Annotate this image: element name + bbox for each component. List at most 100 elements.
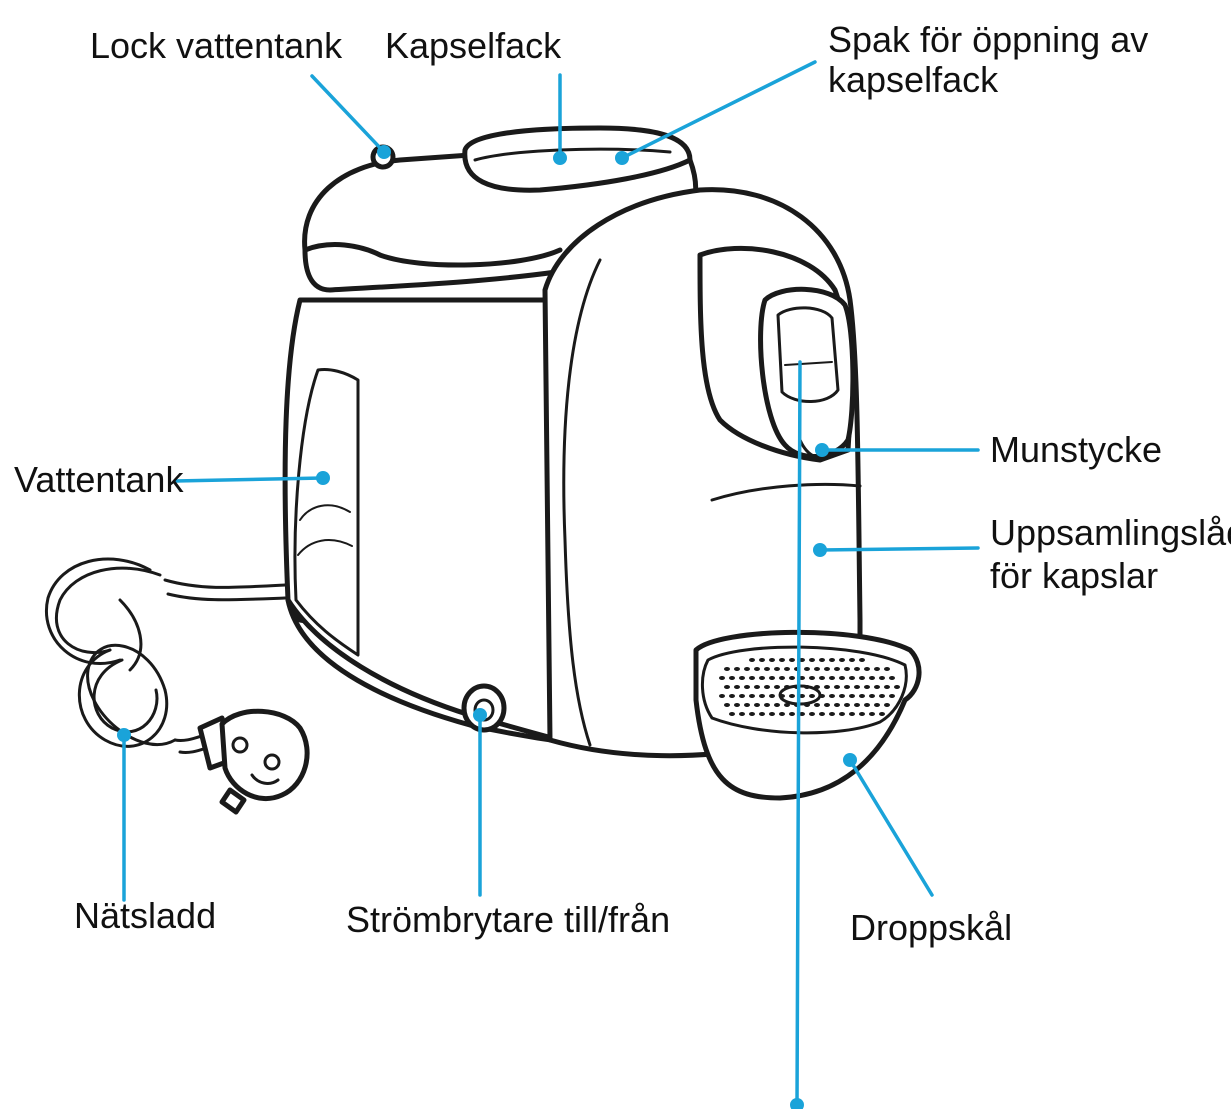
drip-tray-hole xyxy=(854,685,860,689)
drip-tray-hole xyxy=(749,712,755,716)
label-kapselfack: Kapselfack xyxy=(385,25,562,66)
leader-spak xyxy=(620,60,817,160)
drip-tray-hole xyxy=(874,667,880,671)
drip-tray-hole xyxy=(834,703,840,707)
drip-tray-hole xyxy=(764,703,770,707)
label-spak-line2: kapselfack xyxy=(828,59,999,100)
leader-munstycke-dot xyxy=(815,443,829,457)
drip-tray-hole xyxy=(814,703,820,707)
leader-droppskal-dot xyxy=(843,753,857,767)
drip-tray-hole xyxy=(764,685,770,689)
drip-tray-hole xyxy=(809,658,815,662)
drip-tray-hole xyxy=(724,667,730,671)
drip-tray-hole xyxy=(759,658,765,662)
drip-tray-hole xyxy=(739,712,745,716)
drip-tray-hole xyxy=(769,676,775,680)
drip-tray-hole xyxy=(879,712,885,716)
drip-tray-hole xyxy=(894,685,900,689)
drip-tray-hole xyxy=(764,667,770,671)
leader-munstycke-vertical-dot xyxy=(790,1098,804,1112)
drip-tray-hole xyxy=(854,703,860,707)
drip-tray-hole xyxy=(754,685,760,689)
leader-vattentank-dot xyxy=(316,471,330,485)
drip-tray-hole xyxy=(784,703,790,707)
drip-tray-hole xyxy=(754,703,760,707)
drip-tray-hole xyxy=(789,712,795,716)
drip-tray-hole xyxy=(754,667,760,671)
drip-tray-hole xyxy=(889,694,895,698)
drip-tray-hole xyxy=(784,667,790,671)
drip-tray-hole xyxy=(769,658,775,662)
drip-tray-hole xyxy=(759,694,765,698)
drip-tray-hole xyxy=(774,703,780,707)
drip-tray-hole xyxy=(874,685,880,689)
drip-tray-hole xyxy=(844,703,850,707)
drip-tray-hole xyxy=(839,694,845,698)
leader-vattentank xyxy=(173,476,325,483)
drip-tray-hole xyxy=(729,676,735,680)
drip-tray-hole xyxy=(789,658,795,662)
drip-tray-hole xyxy=(869,712,875,716)
drip-tray-hole xyxy=(804,667,810,671)
drip-tray-hole xyxy=(734,667,740,671)
leader-spak-dot xyxy=(615,151,629,165)
drip-tray-hole xyxy=(889,676,895,680)
drip-tray-hole xyxy=(829,694,835,698)
drip-tray-hole xyxy=(819,712,825,716)
drip-tray-hole xyxy=(734,703,740,707)
drip-tray-hole xyxy=(729,712,735,716)
drip-tray-hole xyxy=(744,685,750,689)
label-lock-vattentank: Lock vattentank xyxy=(90,25,343,66)
drip-tray-hole xyxy=(724,685,730,689)
drip-tray-hole xyxy=(779,658,785,662)
leader-uppsamlingslada xyxy=(818,546,980,552)
drip-tray-hole xyxy=(749,676,755,680)
drip-tray-hole xyxy=(799,712,805,716)
drip-tray-hole xyxy=(749,658,755,662)
leader-lock-vattentank xyxy=(310,74,386,154)
leader-droppskal xyxy=(848,758,934,897)
drip-tray-hole xyxy=(774,685,780,689)
drip-tray-hole xyxy=(719,694,725,698)
drip-tray-hole xyxy=(744,703,750,707)
label-natsladd: Nätsladd xyxy=(74,895,216,936)
drip-tray-hole xyxy=(829,676,835,680)
drip-tray-hole xyxy=(759,712,765,716)
coffee-machine-drawing xyxy=(282,125,922,801)
drip-tray-hole xyxy=(769,694,775,698)
label-vattentank: Vattentank xyxy=(14,459,184,500)
drip-tray-hole xyxy=(869,694,875,698)
drip-tray-hole xyxy=(779,676,785,680)
drip-tray-hole xyxy=(839,712,845,716)
drip-tray-hole xyxy=(864,667,870,671)
drip-tray-hole xyxy=(884,685,890,689)
label-uppsamlingslada-line1: Uppsamlingslåda xyxy=(990,512,1231,553)
drip-tray-hole xyxy=(739,676,745,680)
drip-tray-hole xyxy=(769,712,775,716)
drip-tray-hole xyxy=(799,694,805,698)
leader-uppsamlingslada-dot xyxy=(813,543,827,557)
drip-tray-hole xyxy=(834,685,840,689)
drip-tray-hole xyxy=(819,658,825,662)
drip-tray-hole xyxy=(839,676,845,680)
drip-tray-hole xyxy=(744,667,750,671)
leader-munstycke-vertical xyxy=(795,360,802,1107)
label-spak-line1: Spak för öppning av xyxy=(828,19,1148,60)
drip-tray-hole xyxy=(829,712,835,716)
drip-tray-hole xyxy=(724,703,730,707)
drip-tray-hole xyxy=(849,658,855,662)
drip-tray-hole xyxy=(774,667,780,671)
drip-tray-hole xyxy=(884,703,890,707)
drip-tray-hole xyxy=(789,694,795,698)
label-uppsamlingslada-line2: för kapslar xyxy=(990,555,1158,596)
drip-tray-hole xyxy=(824,667,830,671)
leaders xyxy=(117,60,980,1112)
drip-tray-hole xyxy=(864,703,870,707)
drip-tray-hole xyxy=(859,676,865,680)
drip-tray-hole xyxy=(789,676,795,680)
drip-tray-hole xyxy=(739,694,745,698)
drip-tray-hole xyxy=(849,676,855,680)
leader-strombrytare-dot xyxy=(473,708,487,722)
